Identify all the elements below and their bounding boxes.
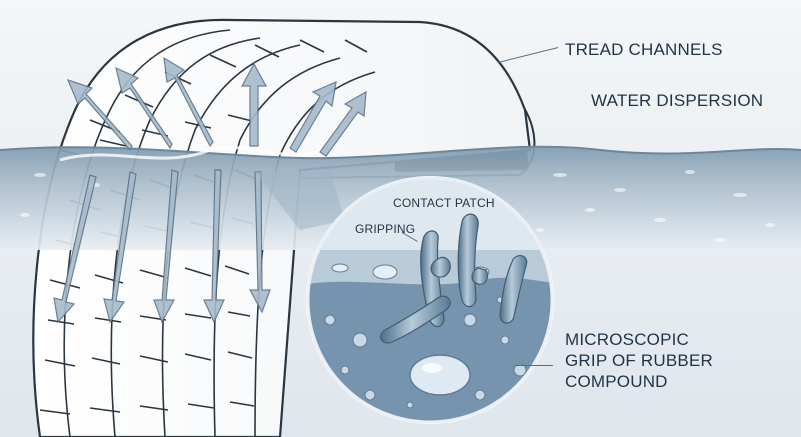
label-water-dispersion: WATER DISPERSION: [591, 91, 764, 110]
dispersion-arrow: [319, 90, 367, 157]
water-droplet: [372, 264, 398, 280]
dispersion-arrow: [115, 66, 173, 150]
magnifier-connector: [255, 172, 345, 230]
microscopic-leader: [515, 365, 553, 366]
dispersion-arrow: [203, 169, 225, 324]
label-microscopic-line2: GRIP OF RUBBER: [565, 351, 713, 370]
label-gripping: GRIPPING: [355, 222, 416, 236]
label-tread-channels: TREAD CHANNELS: [565, 40, 723, 59]
label-microscopic-line3: COMPOUND: [565, 372, 668, 391]
dispersion-arrow: [289, 81, 337, 153]
dispersion-arrow: [153, 169, 179, 324]
dispersion-arrow: [248, 171, 271, 314]
dispersion-arrow: [66, 79, 133, 152]
rubber-strand: [499, 255, 528, 324]
rubber-strand: [457, 213, 479, 308]
label-contact-patch: CONTACT PATCH: [393, 196, 495, 210]
dispersion-arrows: [53, 56, 367, 324]
water-droplet: [409, 354, 471, 396]
label-microscopic-line1: MICROSCOPIC: [565, 330, 690, 349]
dispersion-arrow: [103, 171, 137, 324]
magnifier-circle: [306, 176, 554, 424]
dispersion-arrow: [163, 56, 214, 148]
dispersion-arrow: [240, 62, 268, 147]
rubber-strand: [471, 267, 489, 285]
rubber-strand: [430, 256, 451, 278]
rubber-strand: [380, 295, 451, 344]
dispersion-arrow: [53, 174, 97, 324]
